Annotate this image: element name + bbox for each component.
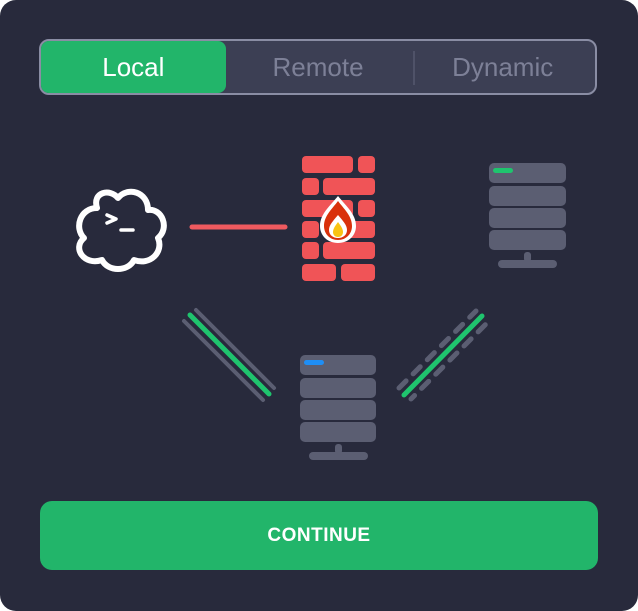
cloud-terminal-icon [76, 188, 167, 272]
forwarding-type-segmented-control: Local Remote Dynamic [39, 39, 597, 95]
remote-server-icon [489, 163, 566, 268]
continue-button[interactable]: CONTINUE [40, 501, 598, 570]
tab-dynamic[interactable]: Dynamic [452, 51, 554, 82]
fire-icon [320, 196, 356, 243]
tunnel-right [396, 308, 491, 402]
segment-divider [413, 51, 415, 85]
tab-local[interactable]: Local [41, 41, 226, 93]
local-server-icon [300, 355, 376, 460]
tab-remote[interactable]: Remote [272, 51, 364, 82]
tunnel-left [182, 308, 276, 402]
